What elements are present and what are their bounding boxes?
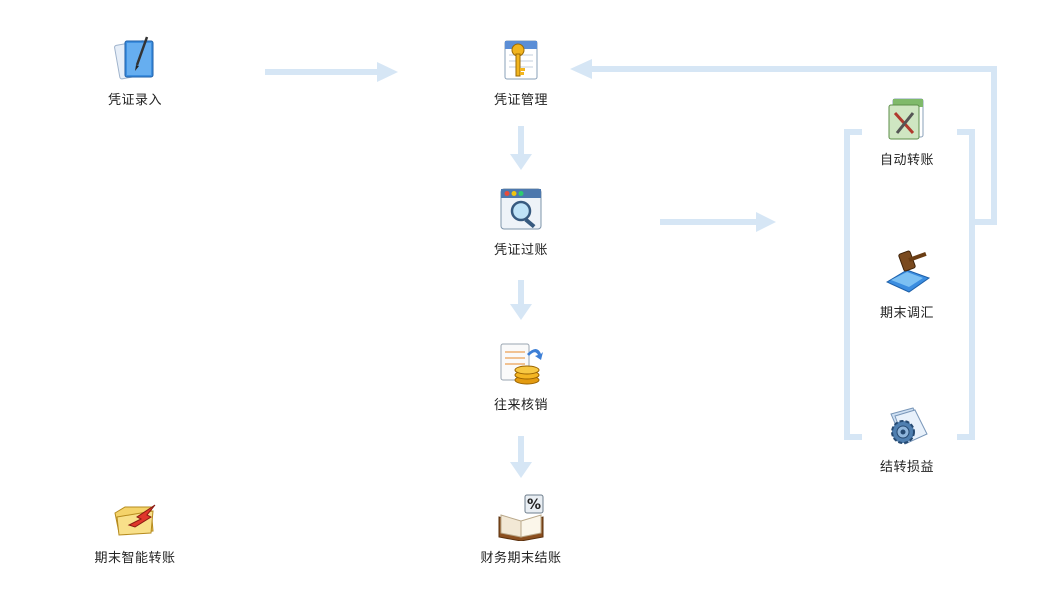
arrow-entry-to-management — [265, 69, 377, 75]
arrow-head — [510, 462, 532, 478]
arrow-head — [510, 304, 532, 320]
arrow-writeoff-to-close — [518, 436, 524, 464]
node-voucher-management[interactable]: 凭证管理 — [461, 35, 581, 108]
pen-document-icon — [114, 36, 154, 80]
percent-book-icon: % — [498, 494, 544, 541]
node-label: 往来核销 — [493, 398, 548, 413]
gear-folder-icon — [890, 407, 928, 445]
return-loop-top — [590, 66, 997, 72]
node-label: 财务期末结账 — [480, 551, 562, 566]
folder-arrow-icon — [114, 504, 156, 536]
coins-list-icon — [500, 343, 543, 385]
bracket-left — [844, 129, 850, 440]
gavel-icon — [885, 250, 931, 293]
arrow-head — [377, 62, 398, 82]
node-period-end-close[interactable]: % 财务期末结账 — [461, 493, 581, 566]
node-label: 凭证录入 — [107, 93, 162, 108]
node-label: 期末调汇 — [879, 306, 934, 321]
node-ar-ap-writeoff[interactable]: 往来核销 — [461, 340, 581, 413]
return-loop-bottom — [975, 219, 997, 225]
node-label: 自动转账 — [879, 153, 934, 168]
return-loop-vertical — [991, 66, 997, 225]
node-label: 期末智能转账 — [94, 551, 176, 566]
node-label: 凭证过账 — [493, 243, 548, 258]
node-label: 结转损益 — [879, 460, 934, 475]
key-document-icon — [504, 40, 538, 80]
arrow-posting-to-writeoff — [518, 280, 524, 306]
svg-text:%: % — [527, 497, 541, 513]
node-transfer-profit-loss[interactable]: 结转损益 — [847, 402, 967, 475]
arrow-head — [510, 154, 532, 170]
node-label: 凭证管理 — [493, 93, 548, 108]
arrow-management-to-posting — [518, 126, 524, 156]
bracket-right — [969, 129, 975, 440]
arrow-head — [756, 212, 776, 232]
node-smart-transfer[interactable]: 期末智能转账 — [75, 493, 195, 566]
node-period-exchange[interactable]: 期末调汇 — [847, 248, 967, 321]
node-voucher-entry[interactable]: 凭证录入 — [75, 35, 195, 108]
node-auto-transfer[interactable]: 自动转账 — [847, 95, 967, 168]
arrow-posting-to-group — [660, 219, 756, 225]
arrow-head — [570, 59, 592, 79]
node-voucher-posting[interactable]: 凭证过账 — [461, 185, 581, 258]
magnifier-window-icon — [500, 188, 542, 230]
tools-document-icon — [888, 98, 924, 140]
